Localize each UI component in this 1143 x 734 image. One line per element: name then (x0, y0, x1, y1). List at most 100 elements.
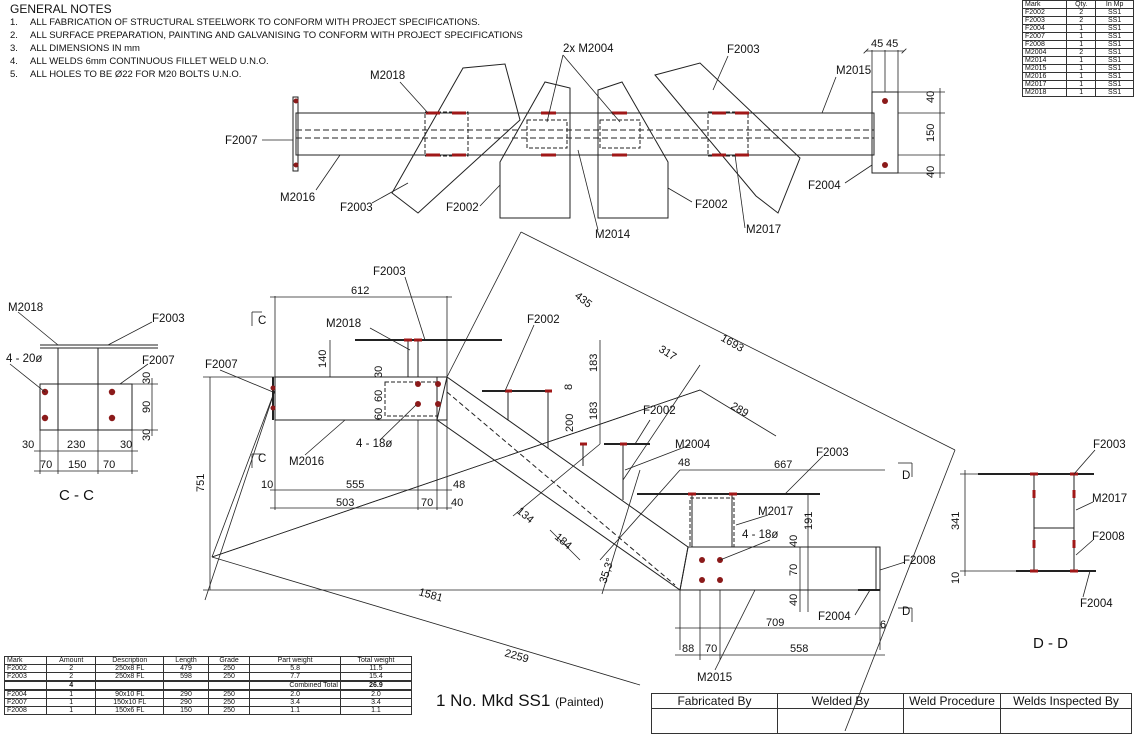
gusset-f2003-right (654, 62, 801, 214)
dim-191: 191 (803, 512, 815, 530)
dim-503: 503 (336, 497, 354, 509)
section-c-c: M2018 F2003 4 - 20ø F2007 30 90 30 30 23… (6, 302, 185, 504)
weld-procedure-header: Weld Procedure (903, 693, 1001, 709)
elev-label-f2007: F2007 (205, 359, 238, 371)
cc-label-holes: 4 - 20ø (6, 353, 42, 365)
label-f2002-left: F2002 (446, 202, 479, 214)
elev-label-f2003-a: F2003 (373, 266, 406, 278)
note-item: 2. ALL SURFACE PREPARATION, PAINTING AND … (10, 29, 523, 42)
dd-label-f2008: F2008 (1092, 531, 1125, 543)
welds-inspected-by-cell[interactable] (1000, 708, 1132, 734)
dim-40-c: 40 (788, 594, 800, 606)
stiffener-left (424, 111, 469, 157)
beam-outline (295, 112, 875, 156)
label-m2017-top: M2017 (746, 224, 781, 236)
elev-label-m2017: M2017 (758, 506, 793, 518)
dim-612: 612 (351, 285, 369, 297)
cc-end-plate (39, 383, 133, 431)
gusset-f2002-left (499, 81, 571, 219)
cc-dims (9, 311, 158, 474)
dim-60-a: 60 (373, 390, 385, 402)
end-plate-f2004 (871, 91, 899, 174)
top-dims (866, 50, 945, 178)
dim-45-b: 45 (886, 38, 898, 50)
note-text: ALL SURFACE PREPARATION, PAINTING AND GA… (30, 30, 523, 41)
main-elevation: C C D D F2003 M2018 F2002 F2007 4 - 18ø … (195, 231, 956, 731)
elev-label-holes-a: 4 - 18ø (356, 438, 392, 450)
label-m2014: M2014 (595, 229, 631, 241)
dim-183-a: 183 (588, 354, 600, 372)
dim-183-b: 183 (588, 402, 600, 420)
top-weld-marks (426, 111, 749, 157)
dim-6: 6 (880, 619, 886, 631)
note-item: 4.ALL WELDS 6mm CONTINUOUS FILLET WELD U… (10, 55, 523, 68)
section-d-d-title: D - D (1033, 635, 1068, 652)
dim-40-a: 40 (451, 497, 463, 509)
top-leaders (262, 54, 873, 231)
welded-by-cell[interactable] (777, 708, 904, 734)
label-m2018-top: M2018 (370, 70, 405, 82)
gusset-f2003-left (391, 63, 521, 214)
dim-751: 751 (195, 474, 207, 492)
dim-35-3-deg: 35,3° (597, 557, 616, 585)
elev-label-m2018: M2018 (326, 318, 361, 330)
dim-2259: 2259 (503, 647, 530, 665)
cc-dim-90: 90 (141, 401, 153, 413)
elev-lower-beam (679, 546, 881, 591)
dd-dim-10: 10 (950, 572, 962, 584)
elev-label-f2002-b: F2002 (643, 405, 676, 417)
elev-upper-stiffener (384, 381, 438, 417)
label-f2007-top: F2007 (225, 135, 258, 147)
bom-row-cell: 1 (46, 706, 97, 715)
dim-555: 555 (346, 479, 364, 491)
note-item: 5.ALL HOLES TO BE Ø22 FOR M20 BOLTS U.N.… (10, 68, 523, 81)
dim-40-b: 40 (788, 535, 800, 547)
label-2x-m2004: 2x M2004 (563, 43, 614, 55)
cut-c-lower: C (258, 453, 266, 465)
elev-label-f2002: F2002 (527, 314, 560, 326)
elev-label-m2015: M2015 (697, 672, 732, 684)
dd-label-f2004: F2004 (1080, 598, 1113, 610)
general-notes: GENERAL NOTES 1.ALL FABRICATION OF STRUC… (10, 3, 523, 81)
note-number: 3. (10, 43, 18, 54)
dim-140: 140 (317, 350, 329, 368)
label-f2004-top: F2004 (808, 180, 841, 192)
elev-leaders (219, 276, 906, 671)
cc-dim-70-a: 70 (40, 459, 52, 471)
dim-317: 317 (656, 343, 678, 363)
dd-welds (1030, 472, 1078, 573)
note-item: 3.ALL DIMENSIONS IN mm (10, 42, 523, 55)
notes-title: GENERAL NOTES (10, 2, 112, 16)
cc-bolt-holes (41, 388, 116, 422)
signoff-block: Fabricated By Welded By Weld Procedure W… (651, 693, 1132, 734)
dim-150: 150 (925, 124, 937, 142)
cc-dim-h30-b: 30 (120, 439, 132, 451)
elev-dims (203, 231, 956, 731)
dim-709: 709 (766, 617, 784, 629)
dim-667: 667 (774, 459, 792, 471)
dim-134: 134 (514, 505, 536, 526)
section-c-c-title: C - C (59, 487, 94, 504)
cut-d-upper: D (902, 470, 910, 482)
fabricated-by-header: Fabricated By (651, 693, 778, 709)
dd-label-m2017: M2017 (1092, 493, 1127, 505)
dim-184: 184 (552, 531, 574, 552)
note-number: 2. (10, 30, 18, 41)
elev-bolts (270, 381, 723, 583)
dim-88: 88 (682, 643, 694, 655)
dim-200: 200 (564, 414, 576, 432)
dd-dims (960, 449, 1096, 598)
dd-dim-341: 341 (950, 512, 962, 530)
label-m2016-top: M2016 (280, 192, 315, 204)
cc-label-m2018: M2018 (8, 302, 43, 314)
dim-60-b: 60 (373, 408, 385, 420)
dim-70-b: 70 (788, 564, 800, 576)
cc-label-f2007: F2007 (142, 355, 175, 367)
label-f2003-bottom: F2003 (340, 202, 373, 214)
